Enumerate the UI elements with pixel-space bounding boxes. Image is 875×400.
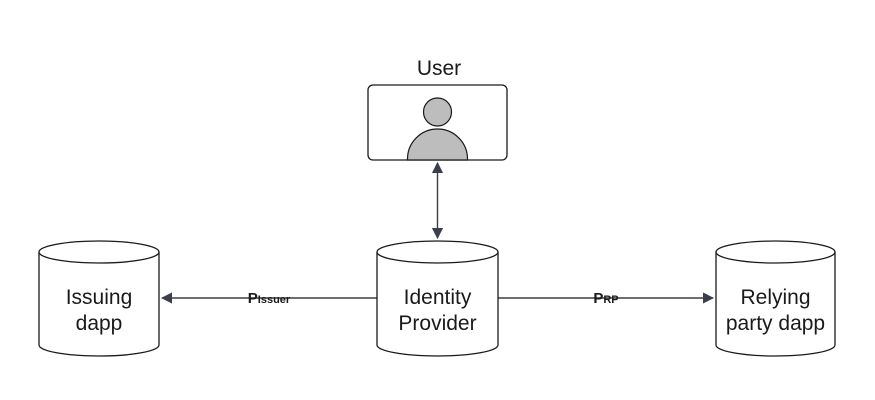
- issuing-dapp-top: [38, 240, 160, 264]
- relying-party-dapp-body: [715, 252, 836, 357]
- user-node[interactable]: User: [367, 57, 508, 161]
- identity-provider-node[interactable]: Identity Provider: [376, 240, 499, 357]
- user-label: User: [417, 57, 461, 80]
- issuing-dapp-body: [38, 252, 160, 357]
- rp-edge-label: PRP: [593, 290, 618, 307]
- identity-provider-label-line-1: Identity: [404, 286, 472, 309]
- person-silhouette-icon: [406, 97, 469, 161]
- relying-party-dapp-label-line-2: party dapp: [726, 312, 825, 335]
- idp-to-rp-edge[interactable]: PRP: [498, 290, 715, 307]
- idp-to-issuer-edge[interactable]: PIssuer: [160, 290, 377, 307]
- identity-provider-body: [376, 252, 499, 357]
- identity-provider-top: [376, 240, 499, 264]
- relying-party-dapp-node[interactable]: Relying party dapp: [715, 240, 836, 357]
- issuing-dapp-label-line-2: dapp: [76, 312, 123, 335]
- relying-party-dapp-top: [715, 240, 836, 264]
- relying-party-dapp-label-line-1: Relying: [740, 286, 810, 309]
- identity-provider-label-line-2: Provider: [398, 312, 476, 335]
- issuing-dapp-node[interactable]: Issuing dapp: [38, 240, 160, 357]
- issuing-dapp-label-line-1: Issuing: [66, 286, 133, 309]
- issuer-edge-label: PIssuer: [248, 290, 291, 307]
